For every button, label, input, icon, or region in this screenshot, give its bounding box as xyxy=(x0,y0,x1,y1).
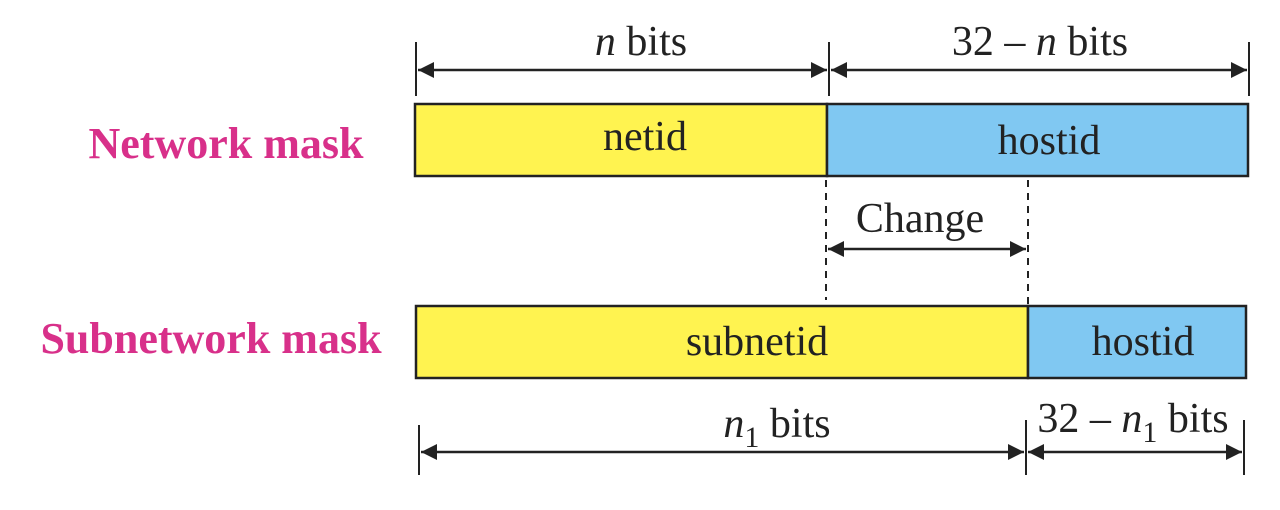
hostid-segment xyxy=(825,102,1250,178)
hostid-label-bottom: hostid xyxy=(1092,319,1195,365)
n-bits-label: n bits xyxy=(595,19,687,65)
top-dimension: n bits 32 – n bits xyxy=(415,19,1250,96)
32-minus-n1-bits-label: 32 – n1 bits xyxy=(1037,396,1228,449)
n1-bits-label: n1 bits xyxy=(723,401,830,454)
change-indicator: Change xyxy=(825,180,1029,304)
subnetwork-mask-label: Subnetwork mask xyxy=(40,314,382,363)
hostid-label-top: hostid xyxy=(998,118,1101,164)
subnetwork-mask-bar: subnetid hostid xyxy=(414,304,1248,380)
network-mask-label: Network mask xyxy=(89,119,365,168)
netid-label: netid xyxy=(603,114,687,160)
subnetid-label: subnetid xyxy=(686,319,828,365)
hostid-segment-bottom xyxy=(1026,304,1248,380)
32-minus-n-bits-label: 32 – n bits xyxy=(952,19,1128,65)
change-label: Change xyxy=(856,196,984,242)
subnetid-segment xyxy=(414,304,1030,380)
bottom-dimension: n1 bits 32 – n1 bits xyxy=(418,396,1245,475)
netid-segment xyxy=(413,102,829,178)
network-mask-bar: netid hostid xyxy=(413,102,1250,178)
